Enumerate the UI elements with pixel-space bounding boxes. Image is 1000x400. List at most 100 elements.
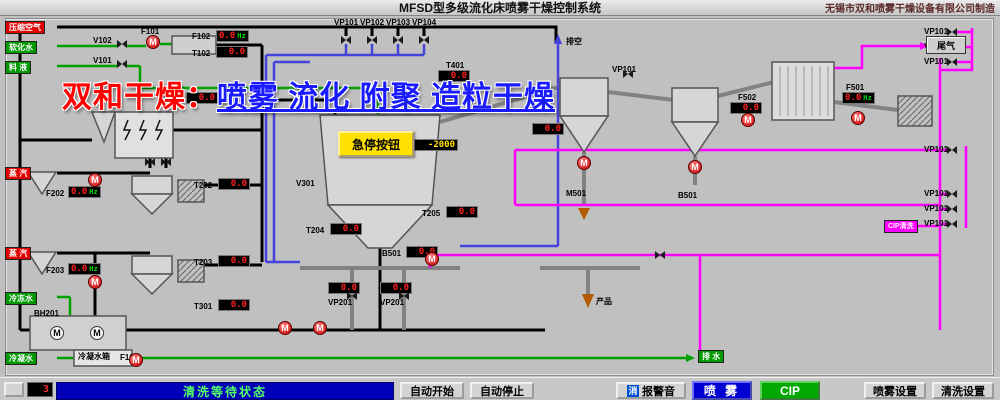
valve-icon[interactable] [947, 58, 957, 66]
stream-badge: CIP清洗 [884, 220, 918, 233]
equipment-tag: VP201 [380, 298, 405, 307]
equipment-tag: VP101 [924, 27, 949, 36]
mute-alarm-button[interactable]: 消报警音 [616, 382, 686, 399]
valve-icon[interactable] [947, 190, 957, 198]
motor-pump[interactable]: M [50, 326, 64, 340]
watermark-slogan: 喷雾 流化 附聚 造粒干燥 [217, 81, 556, 114]
value-display: 0.0 [218, 299, 250, 311]
motor-pump[interactable]: M [688, 160, 702, 174]
valve-icon[interactable] [161, 158, 171, 166]
baghouse-bags [779, 66, 829, 116]
screen-c [177, 259, 205, 283]
valve-icon[interactable] [947, 28, 957, 36]
equipment-tag: VP101 [924, 57, 949, 66]
control-bar: 3 清洗等待状态 自动开始 自动停止 消报警音 喷 雾 CIP 喷雾设置 清洗设… [0, 377, 1000, 400]
equipment-tag: V102 [93, 36, 112, 45]
stream-badge: 冷凝水 [5, 352, 37, 365]
equipment-tag: VP101 [924, 219, 949, 228]
equipment-tag: BH201 [34, 309, 59, 318]
motor-pump[interactable]: M [129, 353, 143, 367]
valve-icon[interactable] [419, 36, 429, 44]
equipment-tag: V301 [296, 179, 315, 188]
watermark: 双和干燥：喷雾 流化 附聚 造粒干燥 [62, 72, 555, 116]
tail-gas-label: 尾气 [926, 36, 966, 54]
equipment-tag: B501 [678, 191, 698, 200]
equipment-tag: T202 [194, 181, 213, 190]
valve-icon[interactable] [947, 146, 957, 154]
motor-pump[interactable]: M [851, 111, 865, 125]
cyclone-2-cone [670, 121, 720, 158]
clean-settings-button[interactable]: 清洗设置 [932, 382, 994, 399]
stream-badge: 排 水 [698, 350, 725, 363]
valve-icon[interactable] [623, 70, 633, 78]
valve-icon[interactable] [947, 220, 957, 228]
valve-icon[interactable] [367, 36, 377, 44]
equipment-tag: F102 [192, 32, 211, 41]
cip-button[interactable]: CIP [760, 381, 820, 400]
air-heater [171, 35, 217, 55]
screen-b [177, 179, 205, 203]
cyclone-a [90, 111, 117, 145]
motor-pump[interactable]: M [425, 252, 439, 266]
value-display: 0.0 [446, 206, 478, 218]
equipment-tag: T201 [162, 95, 181, 104]
valve-icon[interactable] [341, 36, 351, 44]
vessels [26, 35, 933, 367]
app-title: MFSD型多级流化床喷雾干燥控制系统 [399, 1, 601, 15]
cyclone-1-body [559, 77, 609, 117]
value-display: 0.0 [438, 70, 470, 82]
equipment-tag: F502 [738, 93, 757, 102]
spray-button[interactable]: 喷 雾 [692, 381, 752, 400]
spray-settings-button[interactable]: 喷雾设置 [864, 382, 926, 399]
valve-icon[interactable] [393, 36, 403, 44]
manufacturer-label: 无锡市双和喷雾干燥设备有限公司制造 [825, 4, 995, 15]
panel-icon[interactable] [4, 382, 24, 397]
motor-pump[interactable]: M [313, 321, 327, 335]
value-display: 0.0 [218, 255, 250, 267]
stream-badge: 软化水 [5, 41, 37, 54]
bh201-unit [29, 315, 127, 351]
motor-pump[interactable]: M [90, 326, 104, 340]
valve-icon[interactable] [947, 205, 957, 213]
equipment-tag: T204 [306, 226, 325, 235]
valve-icon[interactable] [145, 158, 155, 166]
mute-chip: 消 [627, 384, 639, 397]
motor-pump[interactable]: M [88, 173, 102, 187]
equipment-tag: F203 [46, 266, 65, 275]
valve-icon[interactable] [655, 251, 665, 259]
hopper-c-left [26, 251, 58, 276]
equipment-tag: T102 [192, 49, 211, 58]
valve-icon[interactable] [117, 60, 127, 68]
motor-pump[interactable]: M [278, 321, 292, 335]
equipment-tag: VP101 [612, 65, 637, 74]
stream-badge: 蒸 汽 [5, 167, 32, 180]
stream-badge: 压缩空气 [5, 21, 45, 34]
equipment-tag: 产品 [596, 297, 612, 306]
emergency-stop-button[interactable]: 急停按钮 [338, 131, 414, 157]
motor-pump[interactable]: M [577, 156, 591, 170]
fluidbed-b-cone [130, 193, 174, 216]
auto-stop-button[interactable]: 自动停止 [470, 382, 534, 399]
baghouse [771, 61, 835, 121]
equipment-tag: VP103 [386, 18, 411, 27]
drain-arrow [686, 354, 695, 362]
value-display: 0.0 [532, 123, 564, 135]
value-display: 0.0 [186, 92, 218, 104]
auto-start-button[interactable]: 自动开始 [400, 382, 464, 399]
motor-pump[interactable]: M [146, 35, 160, 49]
equipment-tag: V101 [93, 56, 112, 65]
stream-badge: 料 液 [5, 61, 32, 74]
valve-icon[interactable] [117, 40, 127, 48]
equipment-tag: F202 [46, 189, 65, 198]
motor-pump[interactable]: M [88, 275, 102, 289]
valve-icon[interactable] [399, 292, 409, 300]
valve-icon[interactable] [347, 292, 357, 300]
motor-pump[interactable]: M [741, 113, 755, 127]
pipe-green [57, 42, 686, 360]
watermark-brand: 双和干燥： [62, 81, 217, 114]
equipment-tag: B501 [382, 249, 402, 258]
